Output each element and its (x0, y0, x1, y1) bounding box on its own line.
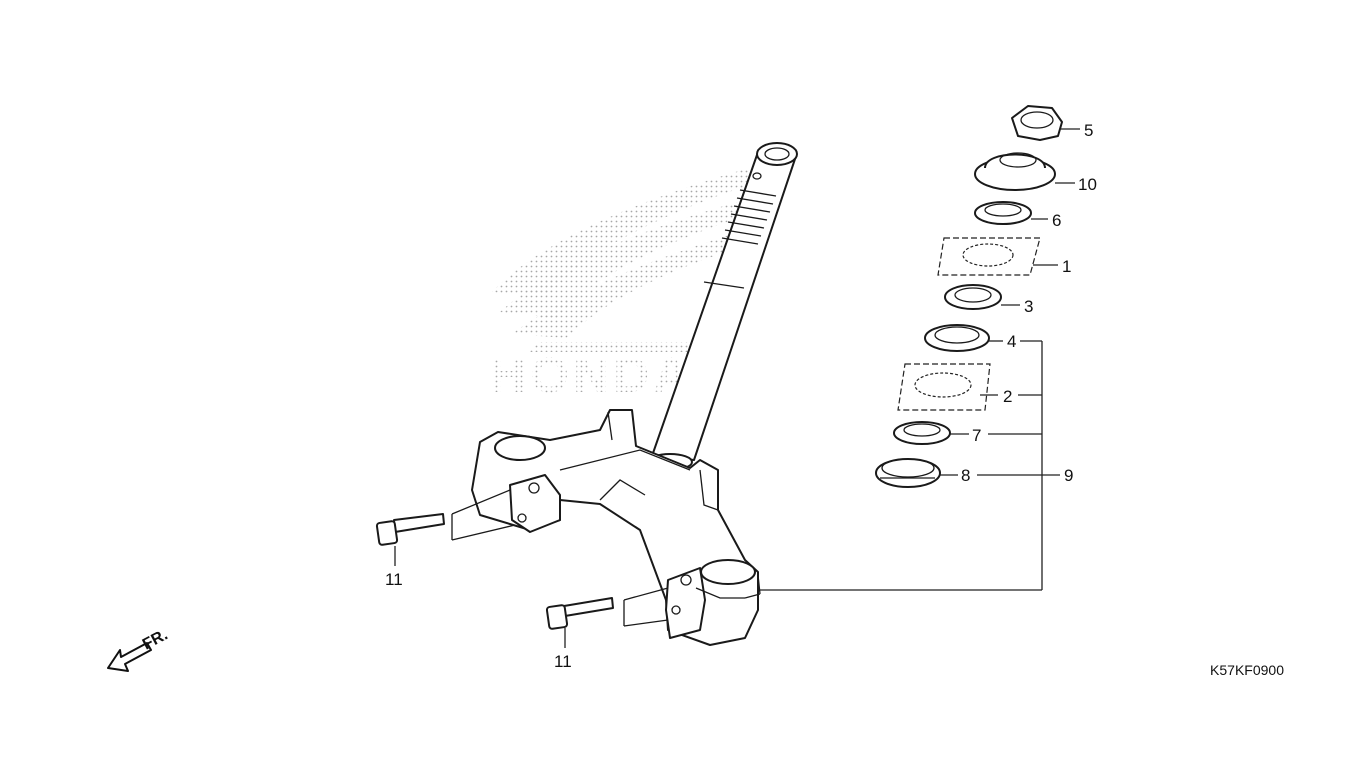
upper-race (974, 201, 1032, 225)
callout-6: 6 (1052, 211, 1061, 230)
dust-seal (875, 458, 941, 488)
callout-1: 1 (1062, 257, 1071, 276)
callout-11-upper: 11 (385, 570, 403, 589)
cone-race-top (944, 284, 1002, 310)
lower-ball-cage (897, 363, 991, 411)
upper-ball-cage (937, 237, 1041, 276)
front-arrow-icon (107, 642, 152, 672)
lock-nut (1011, 105, 1063, 141)
callout-11-lower: 11 (554, 652, 572, 671)
adjusting-nut (974, 152, 1056, 191)
callout-8: 8 (961, 466, 970, 485)
callout-10: 10 (1078, 175, 1097, 194)
callout-7: 7 (972, 426, 981, 445)
callout-5: 5 (1084, 121, 1093, 140)
callout-3: 3 (1024, 297, 1033, 316)
steering-stem (471, 142, 798, 646)
callouts: 5 10 6 1 3 4 2 7 8 9 11 11 (385, 121, 1097, 671)
leader-lines (394, 128, 1080, 648)
honda-watermark-text: HONDA (490, 347, 693, 403)
bolt-upper (375, 489, 516, 546)
bolt-lower (545, 587, 669, 630)
front-direction-indicator: FR. (107, 626, 171, 672)
stem-threads (721, 189, 777, 245)
callout-4: 4 (1007, 332, 1016, 351)
ball-race-upper (924, 324, 990, 352)
ball-race-lower (893, 421, 951, 445)
drawing-code: K57KF0900 (1210, 662, 1284, 678)
callout-2: 2 (1003, 387, 1012, 406)
callout-9: 9 (1064, 466, 1073, 485)
honda-wing-watermark: HONDA (490, 165, 770, 403)
